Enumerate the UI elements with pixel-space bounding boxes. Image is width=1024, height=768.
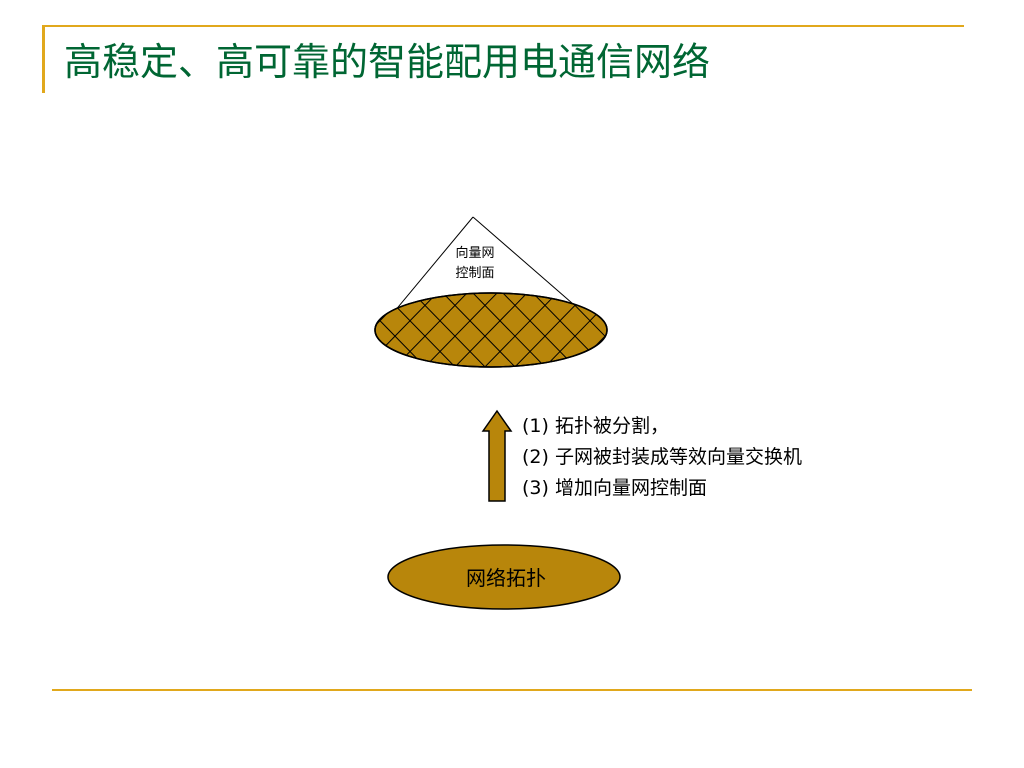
title-left-rule [42,25,45,93]
network-topology-ellipse [387,544,621,610]
hatch-line [439,293,521,367]
step-1: (1) 拓扑被分割， [522,415,669,437]
hatch-line [240,290,320,372]
hatch-line [375,293,441,367]
hatch-line [710,290,790,372]
control-plane-mesh-ellipse [180,290,790,372]
hatch-line [260,290,340,372]
title-top-rule [42,25,964,27]
hatch-line [210,290,290,372]
hatch-line [419,293,501,367]
slide-title: 高稳定、高可靠的智能配用电通信网络 [64,40,711,84]
step-3: (3) 增加向量网控制面 [522,477,707,499]
hatch-line [479,293,561,367]
hatch-line [620,290,700,372]
hatch-line [449,293,531,367]
footer-rule [52,689,972,691]
hatch-line [630,290,710,372]
network-topology-label: 网络拓扑 [466,566,546,590]
hatch-line [375,293,381,367]
hatch-line [409,293,491,367]
hatch-line [599,293,607,367]
up-arrow-icon [481,409,513,502]
hatch-line [290,290,370,372]
hatch-line [650,290,730,372]
cone-label-line1: 向量网 [455,245,494,261]
steps-list: (1) 拓扑被分割， (2) 子网被封装成等效向量交换机 (3) 增加向量网控制… [522,411,802,504]
step-2: (2) 子网被封装成等效向量交换机 [522,446,802,468]
hatch-line [680,290,760,372]
hatch-line [270,290,350,372]
cone-label-line2: 控制面 [455,266,494,281]
hatch-line [180,290,260,372]
hatch-line [469,293,551,367]
